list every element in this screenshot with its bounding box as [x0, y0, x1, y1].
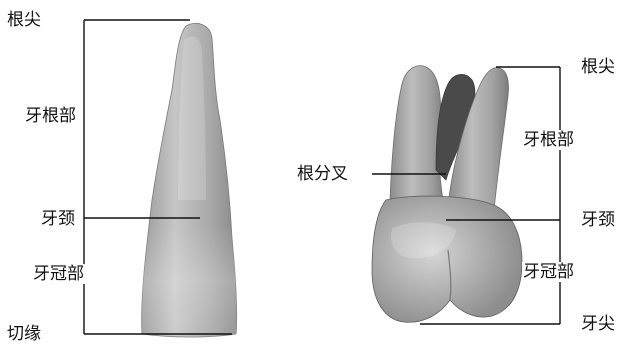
- molar-tooth: [372, 66, 522, 323]
- incisor-crown-label: 牙冠部: [32, 264, 85, 284]
- molar-crown: [372, 196, 522, 322]
- incisor-incisal-edge-label: 切缘: [6, 324, 42, 344]
- molar-crown-label: 牙冠部: [522, 262, 575, 282]
- molar-left-root: [390, 66, 444, 205]
- molar-neck-label: 牙颈: [580, 210, 616, 230]
- incisor-root-shading: [178, 37, 206, 200]
- incisor-root-label: 牙根部: [24, 106, 77, 126]
- incisor-crown-highlight: [141, 224, 236, 337]
- incisor-tooth: [141, 23, 236, 337]
- incisor-neck-label: 牙颈: [40, 209, 76, 229]
- molar-root-label: 牙根部: [522, 130, 575, 150]
- molar-furcation-label: 根分叉: [296, 164, 349, 184]
- molar-apex-label: 根尖: [580, 57, 616, 77]
- incisor-apex-label: 根尖: [6, 10, 42, 30]
- molar-cusp-label: 牙尖: [580, 314, 616, 334]
